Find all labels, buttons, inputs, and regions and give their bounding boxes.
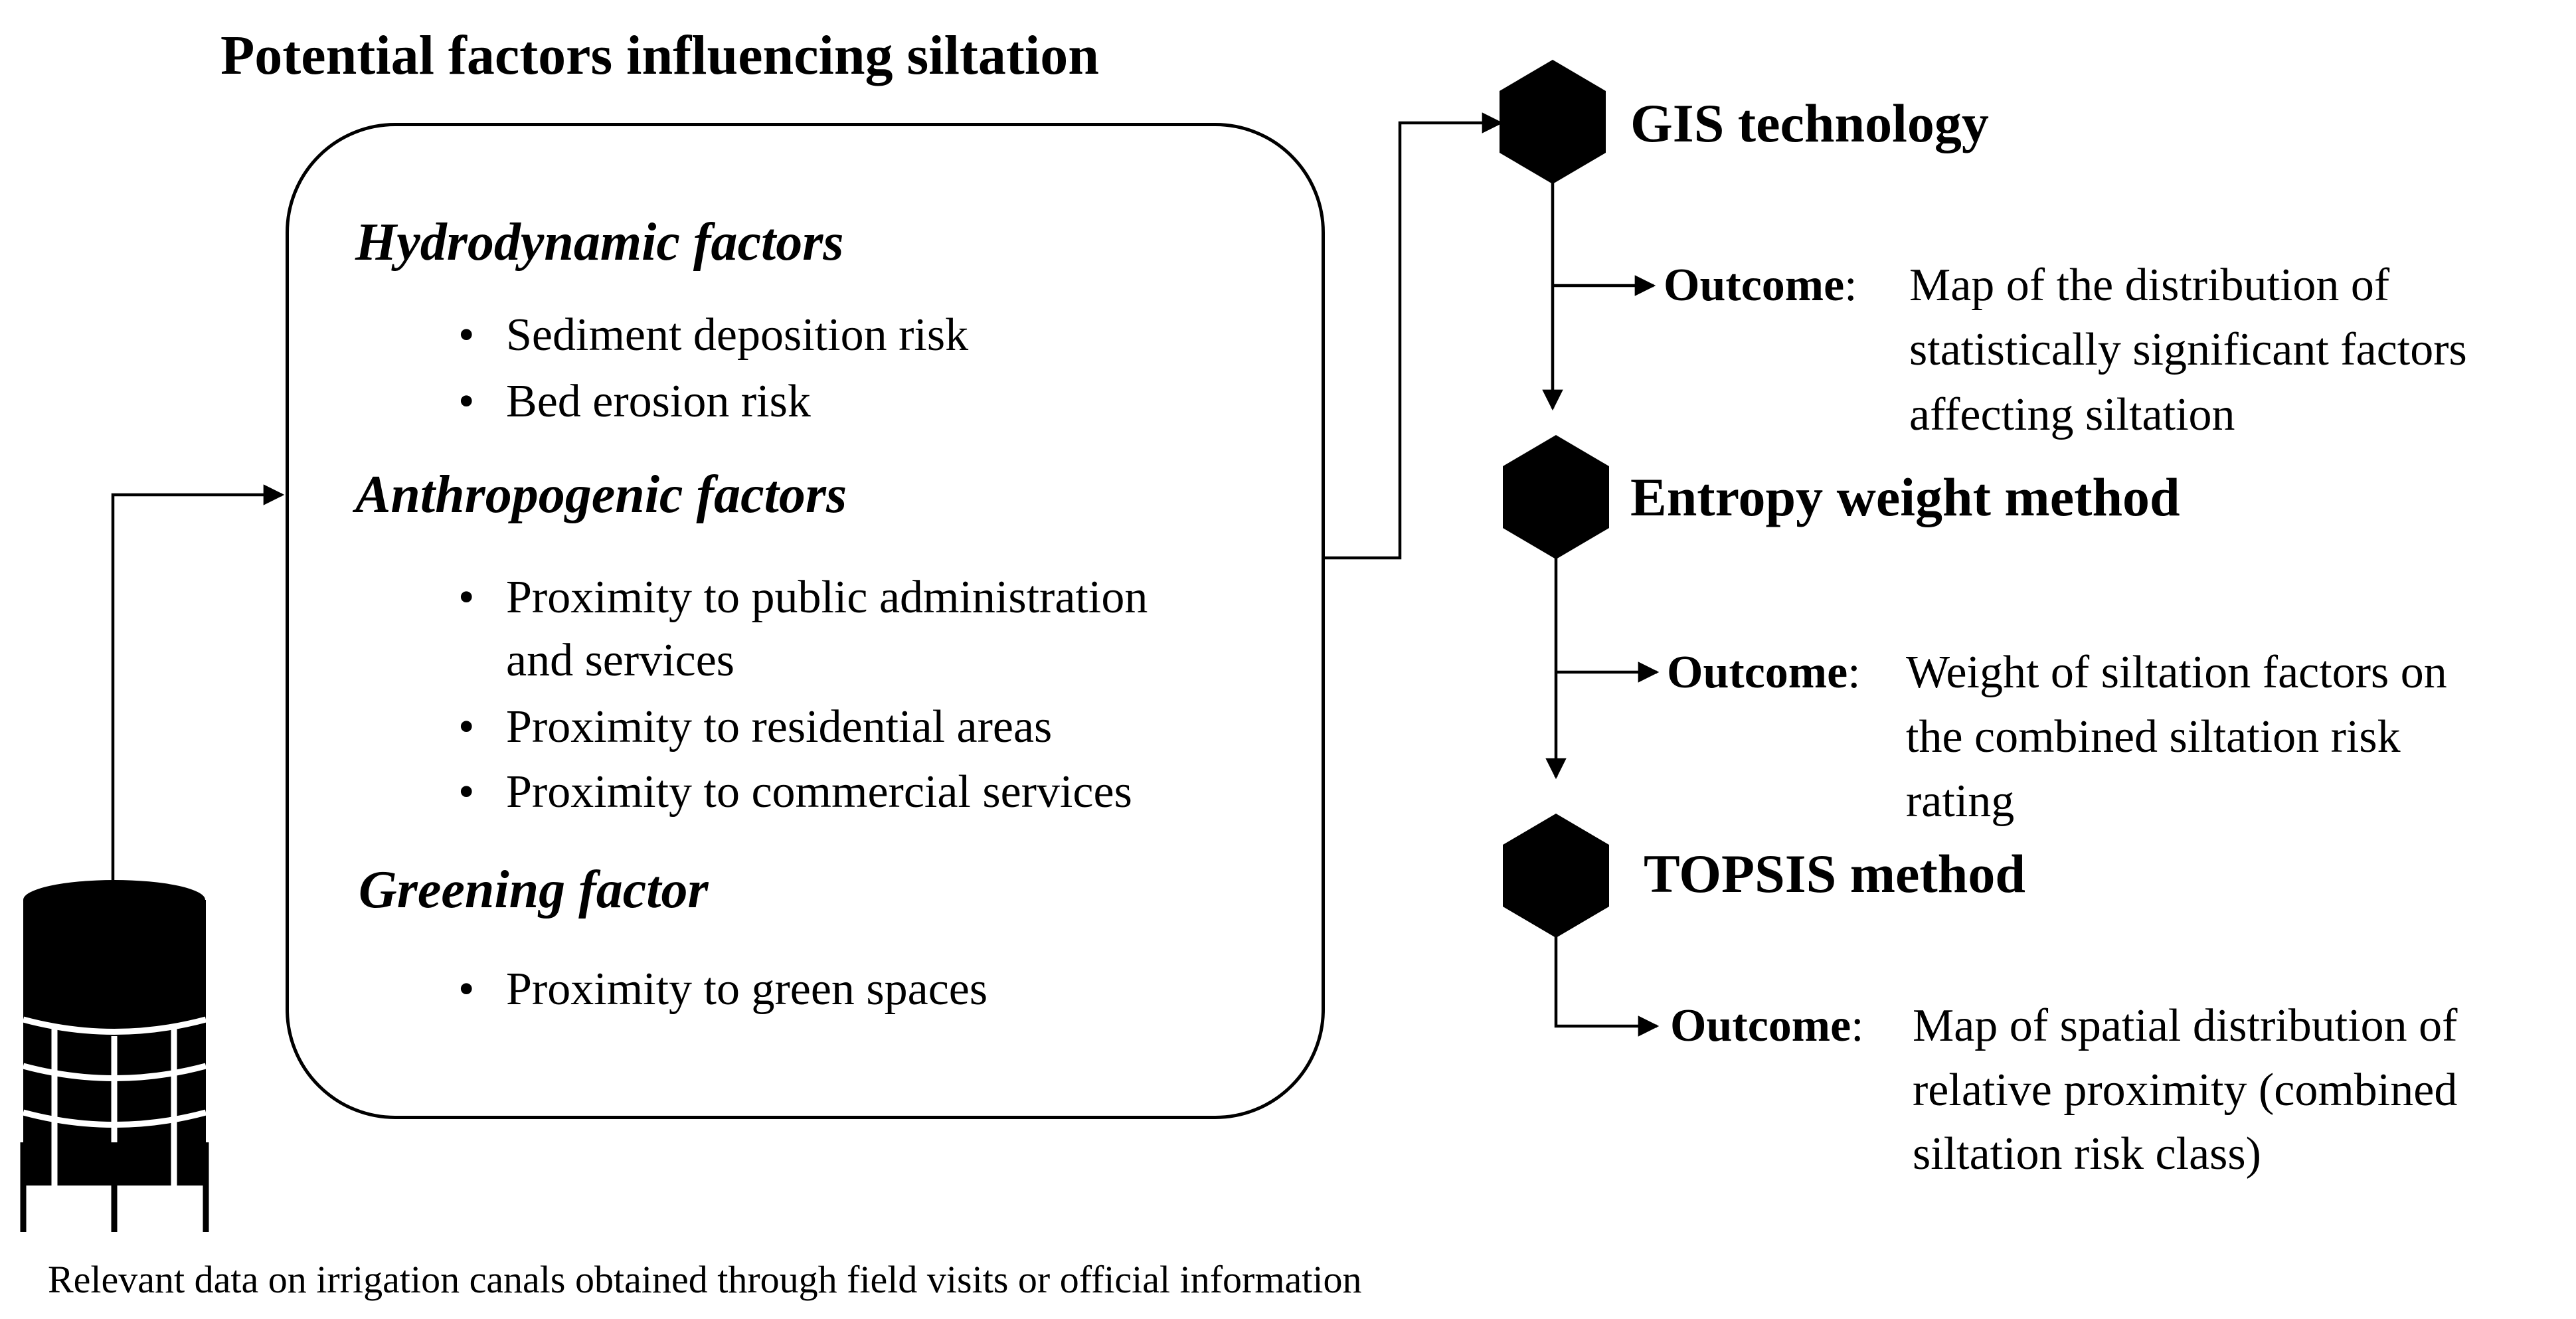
- outcome-topsis-line-1: Map of spatial distribution of: [1913, 1000, 2458, 1051]
- page-title: Potential factors influencing siltation: [220, 25, 1099, 86]
- outcome-topsis-label: Outcome:: [1670, 1000, 1864, 1051]
- outcome-topsis-line-3: siltation risk class): [1913, 1128, 2261, 1180]
- bullet-icon: •: [458, 309, 475, 361]
- category-anthropogenic-heading: Anthropogenic factors: [355, 466, 847, 524]
- arrow-topsis-outcome: [1554, 926, 1660, 1037]
- outcome-gis-label: Outcome:: [1664, 260, 1857, 311]
- outcome-entropy-line-3: rating: [1906, 776, 2015, 827]
- bullet-icon: •: [458, 376, 475, 427]
- hexagon-icon: [1500, 60, 1606, 184]
- method-entropy-title: Entropy weight method: [1630, 467, 2180, 527]
- colon-separator: :: [1851, 1000, 1864, 1051]
- arrow-factors-to-gis: [1325, 112, 1503, 560]
- factors-box: [286, 123, 1325, 1119]
- method-topsis-title: TOPSIS method: [1644, 843, 2025, 904]
- category-greening-heading: Greening factor: [359, 861, 709, 919]
- outcome-topsis-line-2: relative proximity (combined: [1913, 1065, 2458, 1116]
- list-item: Proximity to public administration: [506, 572, 1148, 623]
- outcome-entropy-label: Outcome:: [1667, 647, 1861, 698]
- bullet-icon: •: [458, 964, 475, 1015]
- outcome-gis-line-2: statistically significant factors: [1909, 324, 2467, 375]
- database-icon: [20, 880, 209, 1232]
- outcome-entropy-line-1: Weight of siltation factors on: [1906, 647, 2447, 698]
- bullet-icon: •: [458, 572, 475, 623]
- outcome-entropy-line-2: the combined siltation risk: [1906, 711, 2401, 762]
- list-item: Bed erosion risk: [506, 376, 811, 427]
- hexagon-icon: [1503, 814, 1609, 938]
- bullet-icon: •: [458, 701, 475, 752]
- list-item: Sediment deposition risk: [506, 309, 969, 361]
- hexagon-icon: [1503, 435, 1609, 559]
- colon-separator: :: [1844, 260, 1857, 311]
- data-source-caption: Relevant data on irrigation canals obtai…: [48, 1258, 1362, 1301]
- list-item: and services: [506, 635, 735, 686]
- colon-separator: :: [1847, 647, 1861, 698]
- list-item: Proximity to residential areas: [506, 701, 1053, 752]
- list-item: Proximity to green spaces: [506, 964, 988, 1015]
- outcome-gis-line-3: affecting siltation: [1909, 389, 2235, 440]
- outcome-gis-line-1: Map of the distribution of: [1909, 260, 2390, 311]
- category-hydrodynamic-heading: Hydrodynamic factors: [355, 213, 844, 272]
- arrow-database-to-factors: [111, 484, 285, 880]
- method-gis-title: GIS technology: [1630, 93, 1989, 153]
- bullet-icon: •: [458, 766, 475, 818]
- list-item: Proximity to commercial services: [506, 766, 1132, 818]
